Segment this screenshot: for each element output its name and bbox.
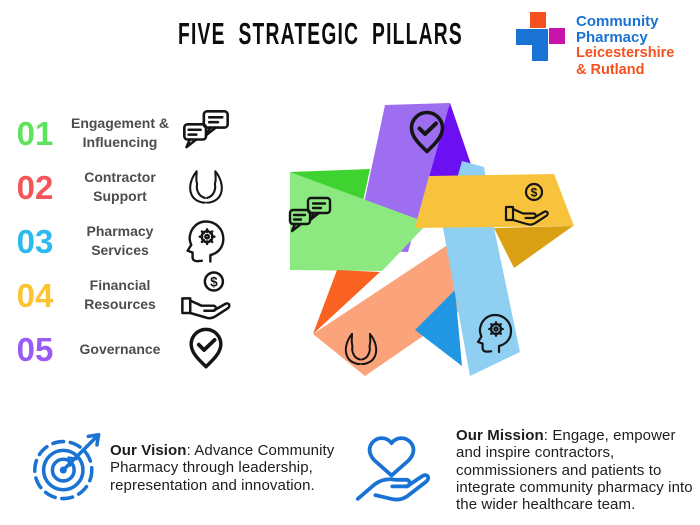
logo-cross-blue-center xyxy=(532,29,548,45)
head-gear-icon xyxy=(176,215,236,267)
logo-region-line1: Leicestershire xyxy=(576,45,675,61)
pillar-label: Pharmacy Services xyxy=(86,223,154,258)
pillar-row-services: 03 Pharmacy Services xyxy=(10,214,262,268)
star-blue-fold xyxy=(415,290,462,366)
hands-icon xyxy=(176,162,236,212)
logo-cross-magenta-square xyxy=(549,28,565,44)
pillar-row-financial: 04 Financial Resources xyxy=(10,268,262,322)
mission-statement: Our Mission: Engage, empower and inspire… xyxy=(456,427,696,513)
pillar-label: Governance xyxy=(79,340,161,357)
page-title: FIVE STRATEGIC PILLARS xyxy=(178,16,463,51)
logo-cross-orange-square xyxy=(530,12,546,28)
org-logo: Community Pharmacy Leicestershire & Rutl… xyxy=(516,12,674,78)
pillar-number: 03 xyxy=(16,222,54,260)
pin-check-icon xyxy=(176,326,236,372)
logo-cross-icon xyxy=(516,12,568,68)
chat-icon xyxy=(176,107,236,159)
pillar-label: Financial Resources xyxy=(84,277,156,312)
pillar-row-contractor: 02 Contractor Support xyxy=(10,160,262,214)
target-dart-icon xyxy=(28,428,104,504)
vision-statement: Our Vision: Advance Community Pharmacy t… xyxy=(110,442,352,494)
pillar-label: Contractor Support xyxy=(84,169,156,204)
vision-body: : Advance Community Pharmacy through lea… xyxy=(110,442,335,494)
logo-cross-blue-bottom xyxy=(532,45,548,61)
logo-wordmark: Community Pharmacy Leicestershire & Rutl… xyxy=(576,12,674,78)
pillar-number: 05 xyxy=(16,330,54,368)
pillar-number: 01 xyxy=(16,114,54,152)
coin-hand-icon xyxy=(176,268,236,322)
star-green-arm xyxy=(290,172,428,271)
ribbon-star-graphic xyxy=(288,103,574,376)
mission-body: : Engage, empower and inspire contractor… xyxy=(456,427,693,514)
pillar-row-engagement: 01 Engagement & Influencing xyxy=(10,106,262,160)
logo-name-line1: Community xyxy=(576,13,659,30)
vision-heading: Our Vision xyxy=(110,442,187,459)
pillar-row-governance: 05 Governance xyxy=(10,322,262,376)
logo-region-line2: & Rutland xyxy=(576,61,645,78)
pillar-number: 02 xyxy=(16,168,54,206)
mission-heading: Our Mission xyxy=(456,427,544,444)
logo-name-line2: Pharmacy xyxy=(576,28,648,46)
star-orange-fold xyxy=(313,270,380,334)
star-amber-fold xyxy=(494,226,573,268)
pillar-number: 04 xyxy=(16,276,54,314)
pillar-label: Engagement & Influencing xyxy=(70,115,169,150)
heart-hand-icon xyxy=(352,430,434,512)
star-yellow-arm xyxy=(415,174,574,228)
logo-cross-blue-left xyxy=(516,29,532,45)
pillar-list: 01 Engagement & Influencing 02 Contracto… xyxy=(10,106,262,376)
